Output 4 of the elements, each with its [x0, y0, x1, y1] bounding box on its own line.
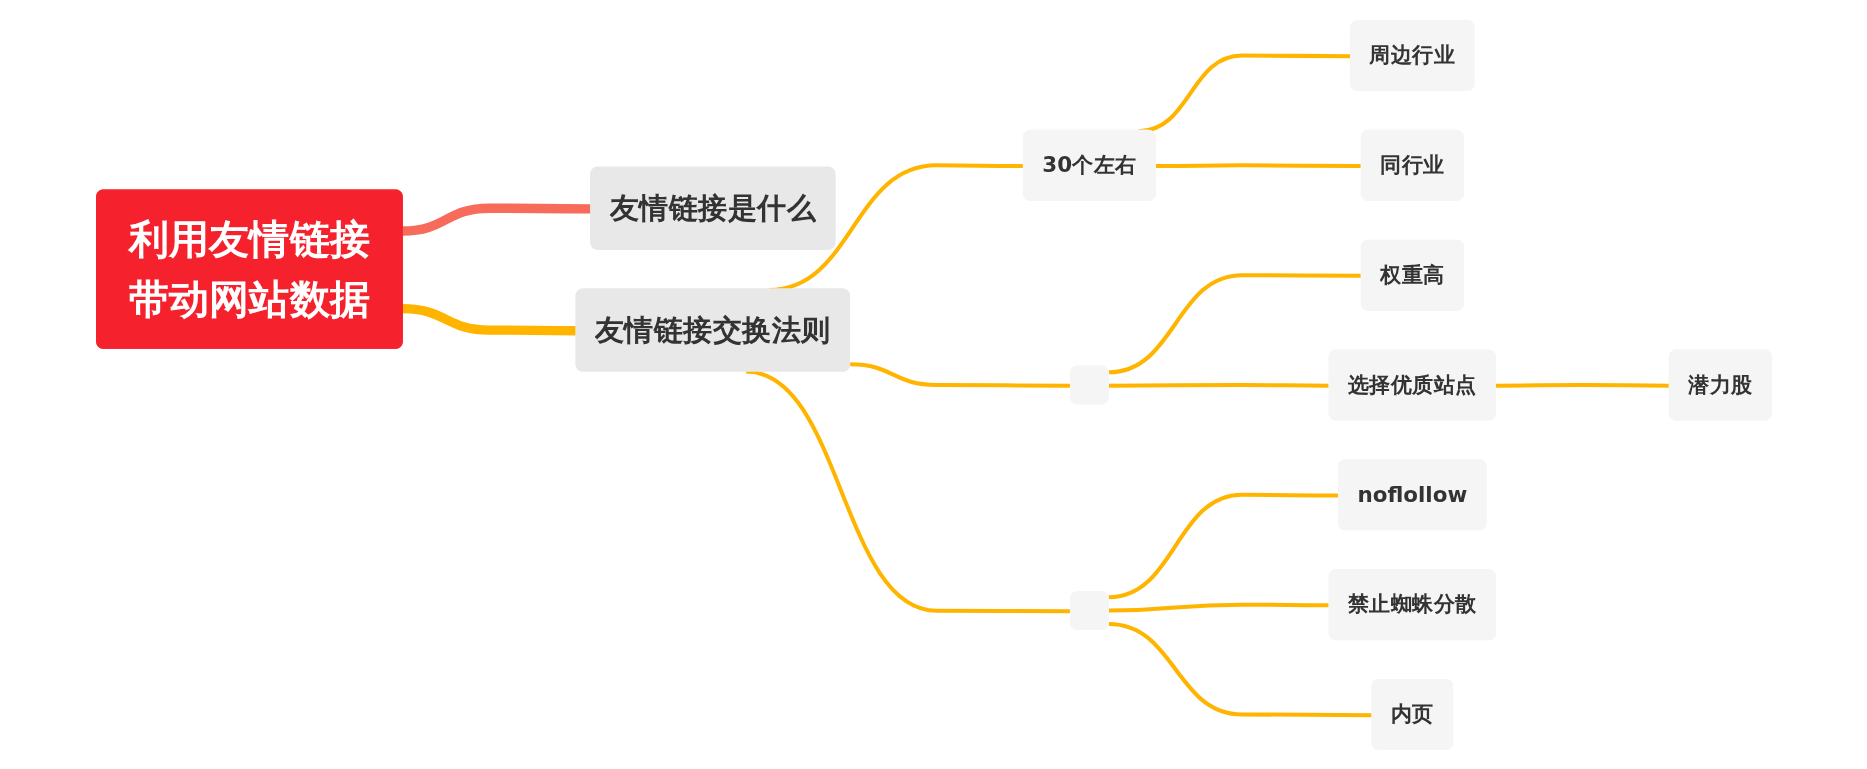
connector: [1137, 53, 1351, 133]
connector: [1107, 492, 1339, 599]
connector: [849, 361, 1071, 388]
connector: [745, 369, 1071, 613]
